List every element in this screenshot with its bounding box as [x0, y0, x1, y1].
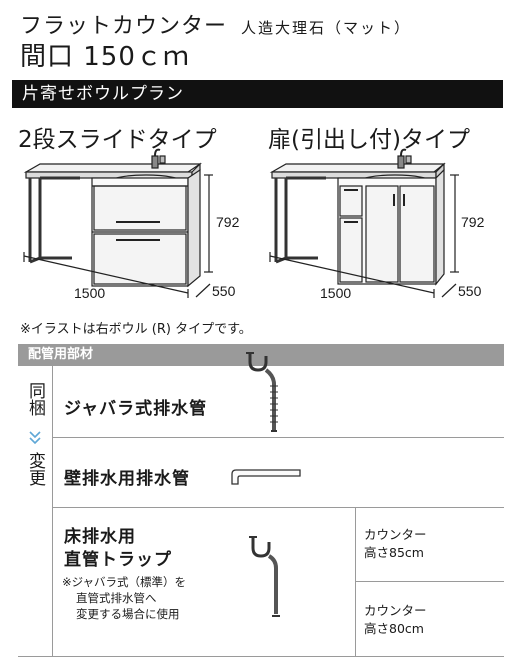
bundled-text: 同梱	[25, 382, 45, 416]
option-85-line2: 高さ85cm	[364, 545, 424, 560]
floor-drain-label-2: 直管トラップ	[64, 550, 172, 570]
option-80-line1: カウンター	[364, 603, 427, 618]
door-height-dim: 792	[461, 214, 485, 230]
bellows-drain-pipe-label: ジャバラ式排水管	[64, 399, 208, 419]
piping-section-title: 配管用部材	[18, 344, 504, 366]
material-label: 人造大理石（マット）	[241, 19, 412, 37]
table-bottom	[18, 656, 504, 657]
chevron-down-icon	[29, 431, 41, 445]
type-label-slide: 2段スライドタイプ	[18, 127, 217, 153]
plan-bar: 片寄せボウルプラン	[12, 80, 503, 108]
row-divider-1	[52, 437, 504, 438]
side-divider	[52, 366, 53, 656]
product-name: フラットカウンター	[20, 14, 228, 39]
row-divider-2	[52, 507, 504, 508]
door-width-dim: 1500	[320, 285, 352, 301]
bundled-label: 同梱	[24, 382, 46, 421]
floor-drain-note-2: 直管式排水管へ	[76, 591, 157, 605]
change-text: 変更	[25, 452, 45, 486]
option-row-divider	[355, 581, 504, 582]
frontage-title: 間口 150ｃｍ	[20, 42, 190, 72]
change-label: 変更	[24, 452, 46, 491]
slide-width-dim: 1500	[74, 285, 106, 301]
product-title: フラットカウンター人造大理石（マット）	[20, 8, 411, 40]
floor-drain-note-3: 変更する場合に使用	[76, 607, 180, 621]
slide-depth-dim: 550	[212, 283, 236, 299]
slide-height-dim: 792	[216, 214, 240, 230]
door-depth-dim: 550	[458, 283, 482, 299]
option-80-line2: 高さ80cm	[364, 621, 424, 636]
floor-drain-label-1: 床排水用	[64, 527, 136, 547]
type-label-door: 扉(引出し付)タイプ	[268, 127, 470, 153]
illustration-note: ※イラストは右ボウル (R) タイプです。	[20, 322, 252, 337]
floor-drain-note-1: ※ジャバラ式（標準）を	[62, 575, 187, 589]
option-85-line1: カウンター	[364, 527, 427, 542]
wall-drain-pipe-label: 壁排水用排水管	[64, 469, 190, 489]
